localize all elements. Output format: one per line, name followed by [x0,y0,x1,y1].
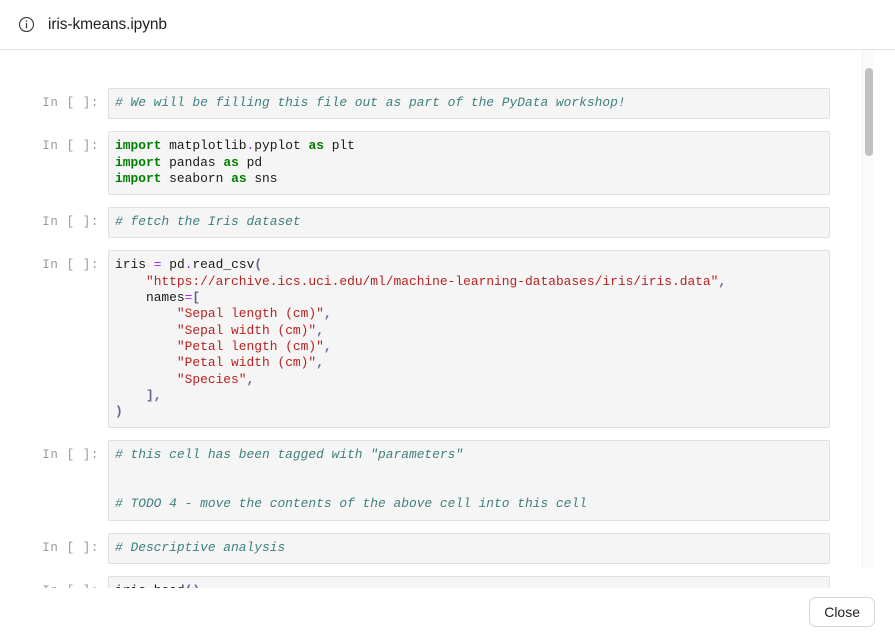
footer-bar: Close [0,588,895,643]
cell-prompt: In [ ]: [42,215,99,230]
notebook-scroll-area[interactable]: In [ ]: # We will be filling this file ou… [0,50,895,588]
titlebar: iris-kmeans.ipynb [0,0,895,50]
cell-input-area[interactable]: import matplotlib.pyplot as plt import p… [108,131,830,196]
cell-source: # We will be filling this file out as pa… [115,95,626,110]
notebook-cell-list: In [ ]: # We will be filling this file ou… [0,50,858,588]
cell-input-area[interactable]: # this cell has been tagged with "parame… [108,440,830,521]
cell-prompt: In [ ]: [42,96,99,110]
cell-input-area[interactable]: # Descriptive analysis [108,532,830,564]
notebook-cell[interactable]: In [ ]: # We will be filling this file ou… [0,88,858,120]
cell-input-area[interactable]: # We will be filling this file out as pa… [108,88,830,120]
info-circle-icon [18,16,35,33]
cell-input-area[interactable]: iris = pd.read_csv( "https://archive.ics… [108,250,830,429]
cell-prompt: In [ ]: [42,540,99,555]
notebook-cell[interactable]: In [ ]: import matplotlib.pyplot as plt i… [0,131,858,196]
cell-prompt: In [ ]: [42,139,99,154]
cell-source: # fetch the Iris dataset [115,214,301,230]
cell-prompt: In [ ]: [0,576,108,588]
cell-source: # Descriptive analysis [115,539,286,555]
notebook-cell[interactable]: In [ ]: iris.head() [0,575,858,588]
notebook-cell[interactable]: In [ ]: # this cell has been tagged with … [0,440,858,521]
scrollbar-thumb[interactable] [865,68,873,156]
cell-prompt: In [ ]: [42,258,99,273]
notebook-cell[interactable]: In [ ]: # fetch the Iris dataset [0,207,858,239]
cell-input-area[interactable]: iris.head() [108,575,830,588]
cell-source: import matplotlib.pyplot as plt import p… [115,138,355,186]
cell-prompt: In [ ]: [42,448,99,463]
vertical-scrollbar[interactable] [862,50,874,568]
notebook-cell[interactable]: In [ ]: # Descriptive analysis [0,532,858,564]
notebook-cell[interactable]: In [ ]: iris = pd.read_csv( "https://arch… [0,250,858,429]
page-title: iris-kmeans.ipynb [48,15,167,33]
close-button[interactable]: Close [809,597,875,627]
cell-source: iris.head() [115,583,821,588]
cell-source: # this cell has been tagged with "parame… [115,447,587,512]
cell-source: iris = pd.read_csv( "https://archive.ics… [115,257,727,420]
cell-input-area[interactable]: # fetch the Iris dataset [108,207,830,239]
